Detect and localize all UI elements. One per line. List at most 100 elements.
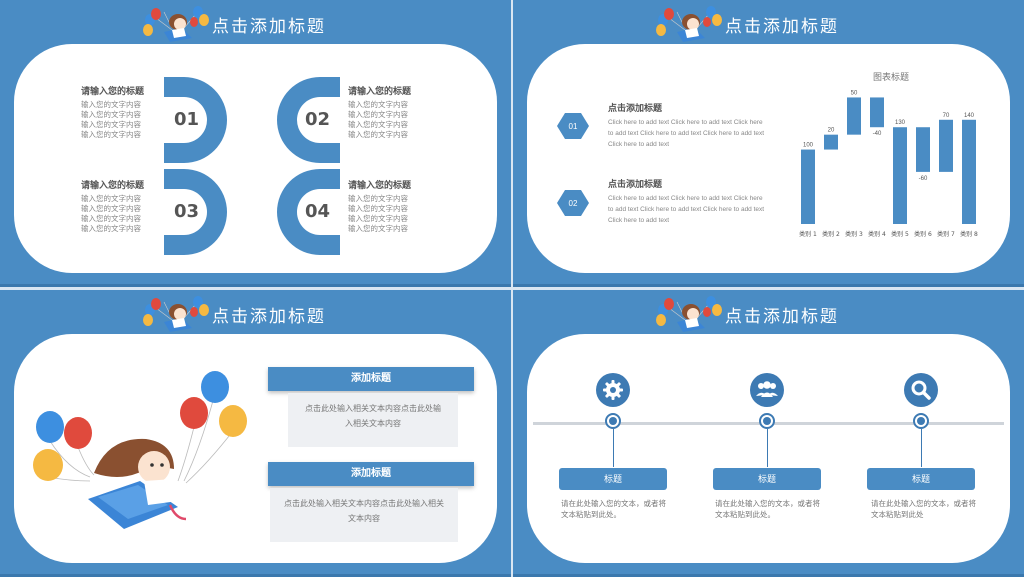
arc-shape-02	[277, 77, 340, 163]
chart-bar	[870, 97, 884, 128]
content-panel: 添加标题 点击此处输入相关文本内容点击此处输入相关文本内容 添加标题 点击此处输…	[14, 334, 497, 563]
chart-title: 图表标题	[873, 71, 909, 82]
step-desc-1[interactable]: 请在此处输入您的文本，或者将文本粘贴到此处。	[561, 499, 666, 519]
item-line: 输入您的文字内容	[81, 120, 141, 129]
step-label-1[interactable]: 标题	[559, 468, 667, 490]
bottom-strip	[513, 284, 1024, 287]
chart-data-label: 130	[895, 120, 906, 126]
item-line: 输入您的文字内容	[348, 120, 408, 129]
hexagon-badge-01	[557, 113, 589, 139]
item-title[interactable]: 点击添加标题	[608, 179, 663, 189]
item-line: 输入您的文字内容	[348, 214, 408, 223]
chart-data-label: 70	[943, 113, 950, 119]
timeline-stem	[921, 429, 922, 467]
chart-category-label: 类别 1	[799, 230, 817, 238]
chart-category-label: 类别 4	[868, 230, 886, 238]
text-block-3[interactable]: 请输入您的标题 输入您的文字内容 输入您的文字内容 输入您的文字内容 输入您的文…	[81, 178, 181, 234]
timeline-stem	[767, 429, 768, 467]
slide-header: 点击添加标题	[0, 294, 511, 332]
arc-number-01: 01	[174, 109, 200, 130]
chart-category-label: 类别 3	[845, 230, 863, 238]
hexagon-badge-02	[557, 190, 589, 216]
mascot-illustration	[142, 6, 210, 42]
timeline-stem	[613, 429, 614, 467]
mascot-illustration	[655, 296, 723, 332]
step-desc-2[interactable]: 请在此处输入您的文本，或者将文本粘贴到此处。	[715, 499, 820, 519]
item-title: 请输入您的标题	[81, 180, 145, 190]
step-label-2[interactable]: 标题	[713, 468, 821, 490]
hex-number-02: 02	[568, 199, 578, 208]
chart-category-label: 类别 5	[891, 230, 909, 238]
chart-bar	[847, 97, 861, 135]
slide-1: 点击添加标题 请输入您的标题 输入您的文字内容 输入您的文字内容 输入您的文字内…	[0, 0, 511, 287]
text-block-1[interactable]: 请输入您的标题 输入您的文字内容 输入您的文字内容 输入您的文字内容 输入您的文…	[81, 84, 181, 140]
arc-shape-01	[164, 77, 227, 163]
item-line: 输入您的文字内容	[348, 194, 408, 203]
block-banner-2[interactable]: 添加标题	[268, 462, 474, 486]
slide-4: 点击添加标题 标题 请在此处输入您的文本，或者将文本粘贴到此处。	[513, 290, 1024, 577]
item-title[interactable]: 点击添加标题	[608, 103, 663, 113]
timeline-dot	[759, 413, 775, 429]
step-desc-3[interactable]: 请在此处输入您的文本，或者将文本粘贴到此处	[871, 499, 976, 519]
arc-shape-04	[277, 169, 340, 255]
chart-data-label: 50	[851, 90, 858, 96]
arc-number-02: 02	[305, 109, 331, 130]
slide-header: 点击添加标题	[513, 294, 1024, 332]
item-line: 输入您的文字内容	[81, 204, 141, 213]
chart-data-label: -40	[873, 131, 882, 137]
mascot-illustration	[142, 296, 210, 332]
item-line: 输入您的文字内容	[348, 100, 408, 109]
block-body-2[interactable]: 点击此处输入相关文本内容点击此处输入相关文本内容	[270, 488, 458, 542]
timeline-dot	[913, 413, 929, 429]
bottom-strip	[0, 574, 511, 577]
item-line: 输入您的文字内容	[348, 110, 408, 119]
chart-data-label: 100	[803, 143, 814, 149]
chart-data-label: 20	[828, 128, 835, 134]
chart-category-label: 类别 7	[937, 230, 955, 238]
step-label-3[interactable]: 标题	[867, 468, 975, 490]
users-icon[interactable]	[750, 373, 784, 407]
slide-3: 点击添加标题 添	[0, 290, 511, 577]
chart-category-label: 类别 8	[960, 230, 978, 238]
item-line: 输入您的文字内容	[81, 214, 141, 223]
item-body[interactable]: Click here to add text Click here to add…	[608, 119, 765, 148]
item-body[interactable]: Click here to add text Click here to add…	[608, 195, 765, 224]
item-line: 输入您的文字内容	[348, 224, 408, 233]
text-block-2[interactable]: 请输入您的标题 输入您的文字内容 输入您的文字内容 输入您的文字内容 输入您的文…	[348, 84, 448, 140]
item-line: 输入您的文字内容	[81, 224, 141, 233]
chart-bar	[824, 134, 838, 150]
chart-bar	[893, 127, 907, 224]
bottom-strip	[0, 284, 511, 287]
chart-bar	[916, 127, 930, 172]
waterfall-chart: 图表标题 100 类别 1 20 类别 2 50 类别 3 -40 类别 4 130 类别 5 -6…	[799, 71, 978, 238]
chart-bar	[801, 149, 815, 224]
content-panel: 请输入您的标题 输入您的文字内容 输入您的文字内容 输入您的文字内容 输入您的文…	[14, 44, 497, 273]
chart-data-label: -60	[919, 176, 928, 182]
chart-bar	[939, 119, 953, 172]
chart-data-label: 140	[964, 113, 975, 119]
slide-title[interactable]: 点击添加标题	[725, 307, 839, 327]
chart-category-label: 类别 2	[822, 230, 840, 238]
slide-header: 点击添加标题	[513, 4, 1024, 42]
block-banner-1[interactable]: 添加标题	[268, 367, 474, 391]
slide-title[interactable]: 点击添加标题	[212, 17, 326, 37]
slide-2: 点击添加标题 01 点击添加标题 Click here to add text …	[513, 0, 1024, 287]
item-line: 输入您的文字内容	[81, 100, 141, 109]
slide-title[interactable]: 点击添加标题	[725, 17, 839, 37]
block-body-1[interactable]: 点击此处输入相关文本内容点击此处输入相关文本内容	[288, 393, 458, 447]
bottom-strip	[513, 574, 1024, 577]
arc-shape-03	[164, 169, 227, 255]
timeline-dot	[605, 413, 621, 429]
item-title: 请输入您的标题	[348, 180, 412, 190]
item-line: 输入您的文字内容	[81, 110, 141, 119]
arc-number-03: 03	[174, 201, 200, 222]
slide-title[interactable]: 点击添加标题	[212, 307, 326, 327]
chart-category-label: 类别 6	[914, 230, 932, 238]
item-line: 输入您的文字内容	[81, 194, 141, 203]
arc-number-04: 04	[305, 201, 331, 222]
item-line: 输入您的文字内容	[348, 130, 408, 139]
magnifier-icon[interactable]	[904, 373, 938, 407]
text-block-4[interactable]: 请输入您的标题 输入您的文字内容 输入您的文字内容 输入您的文字内容 输入您的文…	[348, 178, 448, 234]
chart-bar	[962, 119, 976, 224]
gear-icon[interactable]	[596, 373, 630, 407]
